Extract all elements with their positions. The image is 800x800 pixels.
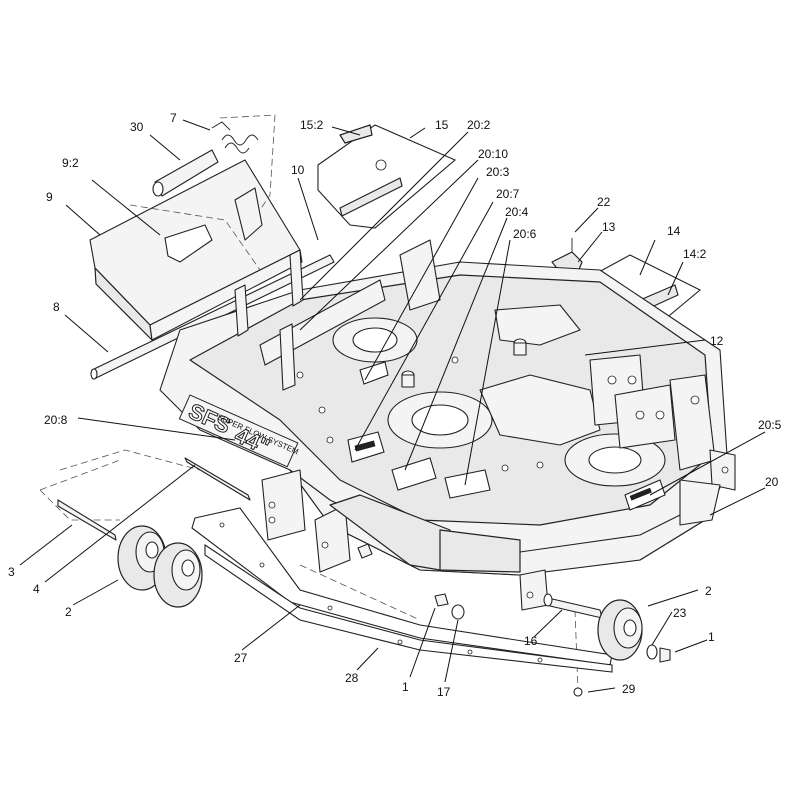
callout-20-6: 20:6 <box>513 227 537 241</box>
callout-3: 3 <box>8 565 15 579</box>
wheel-axle-3 <box>57 499 117 541</box>
callout-22: 22 <box>597 195 611 209</box>
top-shield <box>317 124 457 229</box>
callout-10: 10 <box>291 163 305 177</box>
callout-14: 14 <box>667 224 681 238</box>
callout-9: 9 <box>46 190 53 204</box>
leader-lines <box>19 119 766 693</box>
callout-23: 23 <box>673 606 687 620</box>
spindle-left <box>332 317 418 363</box>
callout-2-left: 2 <box>65 605 72 619</box>
callout-12: 12 <box>710 334 724 348</box>
callout-20-4: 20:4 <box>505 205 529 219</box>
callout-29: 29 <box>622 682 636 696</box>
decal-20-7 <box>391 457 437 491</box>
callout-14-2: 14:2 <box>683 247 707 261</box>
trim-plate-28 <box>204 543 613 673</box>
spring-and-rod <box>152 121 259 197</box>
trim-plate-27 <box>191 507 613 666</box>
mower-deck <box>159 239 736 611</box>
callout-30: 30 <box>130 120 144 134</box>
callout-15-2: 15:2 <box>300 118 324 132</box>
caster-wheel-front <box>153 542 203 608</box>
callout-27: 27 <box>234 651 248 665</box>
callout-20-8: 20:8 <box>44 413 68 427</box>
callout-13: 13 <box>602 220 616 234</box>
fasteners <box>357 543 583 697</box>
belt-cover <box>89 159 303 341</box>
spindle-right <box>564 433 666 487</box>
callout-7: 7 <box>170 111 177 125</box>
wheel-axle-4 <box>184 457 251 501</box>
callout-20-5: 20:5 <box>758 418 782 432</box>
right-wheel-assembly <box>543 593 671 663</box>
callout-20-2: 20:2 <box>467 118 491 132</box>
callout-20-3: 20:3 <box>486 165 510 179</box>
callout-labels: 30 7 15:2 15 20:2 9:2 10 20:10 20:3 9 20… <box>8 111 782 699</box>
callout-17: 17 <box>437 685 451 699</box>
spindle-center <box>387 391 493 449</box>
callout-9-2: 9:2 <box>62 156 79 170</box>
decal-20-10 <box>359 361 389 385</box>
callout-16: 16 <box>524 634 538 648</box>
callout-20-10: 20:10 <box>478 147 508 161</box>
belt-cover-latch <box>164 224 213 263</box>
callout-20: 20 <box>765 475 779 489</box>
callout-28: 28 <box>345 671 359 685</box>
callout-2-right: 2 <box>705 584 712 598</box>
decal-20-4 <box>444 469 491 499</box>
callout-20-7: 20:7 <box>496 187 520 201</box>
belt-cover-bracket <box>234 187 263 241</box>
callout-4: 4 <box>33 582 40 596</box>
callout-1-front: 1 <box>402 680 409 694</box>
pivot-rod <box>90 254 335 380</box>
callout-15: 15 <box>435 118 449 132</box>
callout-1-right: 1 <box>708 630 715 644</box>
left-wheels <box>57 457 251 608</box>
callout-8: 8 <box>53 300 60 314</box>
